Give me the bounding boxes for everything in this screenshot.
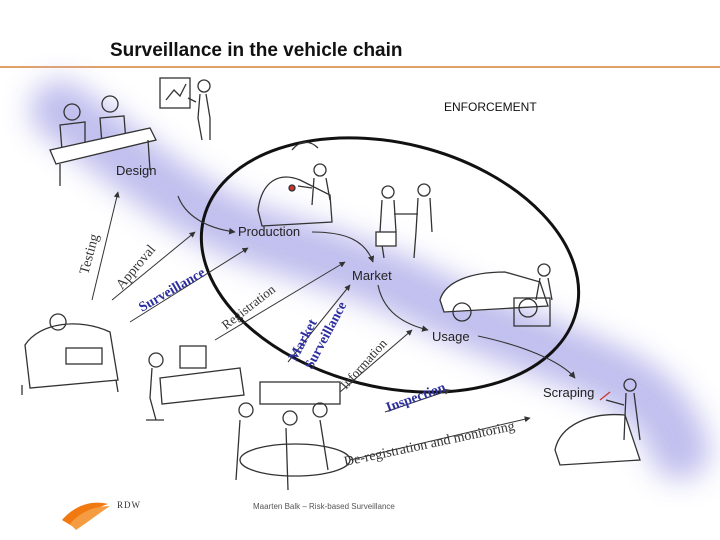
enforcement-label: ENFORCEMENT — [444, 100, 537, 114]
title-rule — [0, 66, 720, 68]
arrow-approval — [111, 231, 196, 301]
arrow-production-market — [311, 231, 375, 263]
driver-testing-icon — [21, 313, 119, 395]
team-meeting-icon — [235, 381, 351, 491]
arrow-testing — [91, 191, 120, 301]
arrow-inspection — [384, 388, 451, 413]
stage-market: Market — [352, 268, 392, 283]
label-testing: Testing — [77, 233, 102, 277]
businessmen-handshake-icon — [375, 183, 433, 259]
logo-text: RDW — [117, 500, 141, 510]
rdw-logo-icon — [62, 502, 110, 530]
arrow-market-usage — [377, 284, 429, 332]
slide-title: Surveillance in the vehicle chain — [110, 40, 403, 61]
arrow-information — [339, 329, 413, 393]
label-surveillance: Surveillance — [137, 266, 208, 316]
mechanic-at-car-icon — [439, 263, 553, 327]
footer-text: Maarten Balk – Risk-based Surveillance — [253, 502, 395, 511]
stage-usage: Usage — [432, 329, 470, 344]
presenter-at-board-icon — [159, 77, 211, 141]
stage-design: Design — [116, 163, 156, 178]
scrap-worker-icon — [554, 378, 641, 466]
arrow-design-production — [177, 195, 236, 235]
office-worker-at-computer-icon — [146, 345, 245, 421]
arrow-registration — [214, 261, 346, 341]
stage-scraping: Scraping — [543, 385, 594, 400]
enforcement-ellipse — [199, 136, 581, 394]
welder-at-car-icon — [257, 141, 333, 227]
arrow-market-surveillance — [287, 284, 351, 363]
arrow-surveillance — [129, 247, 249, 323]
stage-production: Production — [238, 224, 300, 239]
arrow-usage-scraping — [477, 335, 576, 379]
arrow-deregistration — [349, 416, 531, 461]
designers-at-table-icon — [49, 95, 157, 186]
label-deregistration: De-registration and monitoring — [343, 419, 516, 470]
label-inspection: Inspection — [384, 380, 448, 415]
